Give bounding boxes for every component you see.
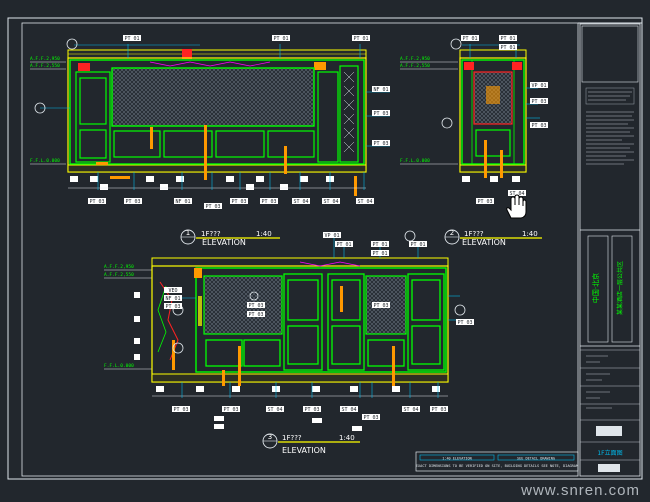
notes-bar: 1:40 ELEVATION SEE DETAIL DRAWING EXACT … xyxy=(415,451,579,472)
elev3-tag-mid-4: PT 03 xyxy=(457,320,472,326)
elev3-subtitle: ELEVATION xyxy=(282,446,326,455)
elev3-tag-top-4: PT 01 xyxy=(410,242,425,248)
elev2-subtitle: ELEVATION xyxy=(462,238,506,247)
sheet-inner-frame xyxy=(21,22,579,477)
elev3-tag-bottom-6: PT 03 xyxy=(363,415,378,421)
elev2-tag-right-2: PT 03 xyxy=(531,99,546,105)
elev3-tag-mid-1: PT 03 xyxy=(248,303,263,309)
elev1-tag-bottom-7: ST 04 xyxy=(293,199,308,205)
elevation-3-drawing[interactable]: A.F.F.2,950 A.F.F.2,550 F.F.L.0.000 xyxy=(104,230,474,455)
elev3-tag-left-1: VEO xyxy=(168,288,177,294)
title-block: 中国·北京 某某酒店一层公共区 1F立面图 xyxy=(579,23,641,477)
elev1-subtitle: ELEVATION xyxy=(202,238,246,247)
elev3-tag-bottom-2: PT 03 xyxy=(223,407,238,413)
elev1-tag-bottom-9: ST 04 xyxy=(357,199,372,205)
elev3-tag-bottom-8: PT 03 xyxy=(431,407,446,413)
title-block-project-right: 某某酒店一层公共区 xyxy=(616,261,624,315)
elev3-tag-top-2: PT 01 xyxy=(336,242,351,248)
elev1-title: 1 1F??? ELEVATION 1:40 xyxy=(180,229,280,247)
elev2-title-text: 1F??? xyxy=(464,230,484,238)
elev1-tag-bottom-5: PT 03 xyxy=(231,199,246,205)
elev3-tag-left-2: NF 01 xyxy=(165,296,180,302)
elevation-2-drawing[interactable]: A.F.F.2,950 A.F.F.2,550 F.F.L.0.000 PT 0… xyxy=(400,35,548,247)
notes-line2: EXACT DIMENSIONS TO BE VERIFIED ON SITE,… xyxy=(416,464,579,468)
elev3-number: 3 xyxy=(268,433,272,441)
elev1-tag-top-3: PT 01 xyxy=(353,36,368,42)
elev3-tag-left-3: PT 03 xyxy=(165,304,180,310)
elev1-tag-bottom-2: PT 03 xyxy=(125,199,140,205)
elev2-title: 2 1F??? ELEVATION 1:40 xyxy=(444,229,542,247)
elev1-tag-bottom-6: PT 03 xyxy=(261,199,276,205)
elev3-level-1: A.F.F.2,950 xyxy=(104,264,134,270)
elev3-tag-bottom-4: PT 03 xyxy=(304,407,319,413)
elev1-tag-bottom-3: NF 01 xyxy=(175,199,190,205)
elev1-tag-bottom-8: ST 04 xyxy=(323,199,338,205)
elev3-tag-mid-3: PT 03 xyxy=(373,303,388,309)
elev1-tag-bottom-4: PT 03 xyxy=(205,204,220,210)
elev3-title: 3 1F??? ELEVATION 1:40 xyxy=(262,433,360,455)
elevation-1-drawing[interactable]: A.F.F.2,950 A.F.F.2,550 F.F.L.0.000 xyxy=(30,35,390,247)
elev2-level-2: A.F.F.2,550 xyxy=(400,63,430,69)
title-block-drawing-name: 1F立面图 xyxy=(597,449,622,457)
elev3-scale: 1:40 xyxy=(339,434,355,442)
elev3-tag-bottom-5: ST 04 xyxy=(341,407,356,413)
title-block-project-left: 中国·北京 xyxy=(591,273,600,303)
elev1-scale: 1:40 xyxy=(256,230,272,238)
elev1-tag-right-1: NF 01 xyxy=(373,87,388,93)
elev3-tag-bottom-7: ST 04 xyxy=(403,407,418,413)
elev2-tag-top-2: PT 01 xyxy=(500,36,515,42)
elev2-scale: 1:40 xyxy=(522,230,538,238)
elev3-tag-top-1: VP 01 xyxy=(324,233,339,239)
sheet-frame xyxy=(7,17,643,480)
elev2-level-1: A.F.F.2,950 xyxy=(400,56,430,62)
elev3-level-2: A.F.F.2,550 xyxy=(104,272,134,278)
hand-cursor-icon xyxy=(506,194,527,219)
elev3-tag-mid-2: PT 03 xyxy=(248,312,263,318)
elev1-tag-right-3: PT 03 xyxy=(373,141,388,147)
elev2-tag-top-3: PT 01 xyxy=(500,45,515,51)
elev2-tag-bottom-2: ST 04 xyxy=(509,191,524,197)
watermark: www.snren.com xyxy=(521,482,640,499)
elev3-tag-bottom-1: PT 03 xyxy=(173,407,188,413)
elev2-number: 2 xyxy=(450,229,454,237)
elev1-level-3: F.F.L.0.000 xyxy=(30,158,60,164)
elev1-tag-bottom-1: PT 03 xyxy=(89,199,104,205)
elev2-level-3: F.F.L.0.000 xyxy=(400,158,430,164)
elev1-level-2: A.F.F.2,550 xyxy=(30,63,60,69)
elev3-tag-top-5: PT 01 xyxy=(372,251,387,257)
notes-line1-right: SEE DETAIL DRAWING xyxy=(517,457,555,461)
elev2-tag-bottom-1: PT 03 xyxy=(477,199,492,205)
elev3-title-text: 1F??? xyxy=(282,434,302,442)
notes-line1-left: 1:40 ELEVATION xyxy=(442,457,472,461)
elev1-title-text: 1F??? xyxy=(201,230,221,238)
elev1-level-1: A.F.F.2,950 xyxy=(30,56,60,62)
elev1-tag-top-2: PT 01 xyxy=(273,36,288,42)
elev2-tag-right-1: VP 01 xyxy=(531,83,546,89)
elev3-tag-top-3: PT 01 xyxy=(372,242,387,248)
elev2-tag-top-1: PT 01 xyxy=(462,36,477,42)
elev2-tag-right-3: PT 03 xyxy=(531,123,546,129)
elev1-tag-top-1: PT 01 xyxy=(124,36,139,42)
elev1-tag-right-2: PT 03 xyxy=(373,111,388,117)
elev1-number: 1 xyxy=(186,229,190,237)
elev3-tag-bottom-3: ST 04 xyxy=(267,407,282,413)
elev3-level-3: F.F.L.0.000 xyxy=(104,363,134,369)
